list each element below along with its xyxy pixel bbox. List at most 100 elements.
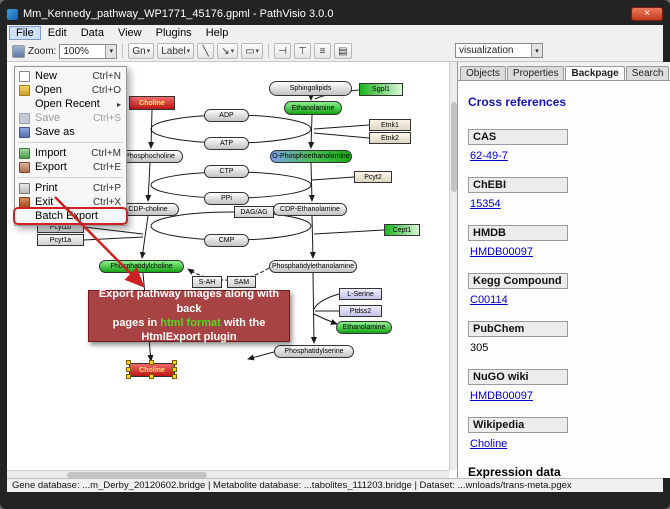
selection-handle[interactable] bbox=[172, 367, 177, 372]
node-sgpl1[interactable]: Sgpl1 bbox=[359, 83, 403, 96]
arrow-tool-button[interactable]: ↘▾ bbox=[217, 43, 238, 59]
node-etnk1[interactable]: Etnk1 bbox=[369, 119, 411, 131]
xref-link[interactable]: 62-49-7 bbox=[470, 150, 508, 162]
tab-search[interactable]: Search bbox=[626, 66, 670, 80]
xref-link[interactable]: C00114 bbox=[470, 294, 508, 306]
line-tool-button[interactable]: ╲ bbox=[197, 43, 214, 59]
pathway-edge[interactable] bbox=[314, 230, 384, 234]
node-ppi[interactable]: PPi bbox=[204, 192, 249, 205]
node-dag-ag[interactable]: DAG/AG bbox=[234, 206, 274, 218]
node-adp[interactable]: ADP bbox=[204, 109, 249, 122]
xref-link[interactable]: HMDB00097 bbox=[470, 390, 533, 402]
pathway-edge[interactable] bbox=[313, 273, 314, 343]
xref-link[interactable]: Choline bbox=[470, 438, 507, 450]
pathway-edge[interactable] bbox=[314, 125, 369, 129]
menu-data[interactable]: Data bbox=[74, 26, 111, 40]
tab-properties[interactable]: Properties bbox=[507, 66, 565, 80]
open-folder-icon bbox=[19, 85, 30, 96]
title-bar[interactable]: Mm_Kennedy_pathway_WP1771_45176.gpml - P… bbox=[7, 4, 663, 24]
menu-item-save-as[interactable]: Save as bbox=[15, 125, 126, 139]
menu-view[interactable]: View bbox=[111, 26, 149, 40]
node-pcyt1a[interactable]: Pcyt1a bbox=[37, 234, 84, 246]
scrollbar-thumb[interactable] bbox=[451, 102, 457, 192]
node-ethanolamine[interactable]: Ethanolamine bbox=[336, 321, 392, 334]
selection-handle[interactable] bbox=[126, 360, 131, 365]
annotation-line: pages in html format with the bbox=[89, 316, 289, 330]
xref-link[interactable]: HMDB00097 bbox=[470, 246, 533, 258]
pathway-edge[interactable] bbox=[314, 314, 337, 324]
node-cept1[interactable]: Cept1 bbox=[384, 224, 420, 236]
menu-item-open[interactable]: OpenCtrl+O bbox=[15, 83, 126, 97]
pathway-edge[interactable] bbox=[148, 163, 150, 201]
node-phosphatidylethanolamine[interactable]: Phosphatidylethanolamine bbox=[269, 260, 357, 273]
submenu-arrow-icon: ▸ bbox=[117, 100, 121, 109]
zoom-combo[interactable]: 100% ▾ bbox=[59, 44, 117, 59]
vertical-scrollbar[interactable] bbox=[449, 62, 457, 470]
node-ptdss2[interactable]: Ptdss2 bbox=[339, 305, 382, 317]
selection-handle[interactable] bbox=[149, 374, 154, 379]
pathway-edge[interactable] bbox=[248, 352, 274, 359]
node-pcyt2[interactable]: Pcyt2 bbox=[354, 171, 392, 183]
menu-item-open-recent[interactable]: Open Recent ▸ bbox=[15, 97, 126, 111]
node-etnk2[interactable]: Etnk2 bbox=[369, 132, 411, 144]
tab-objects[interactable]: Objects bbox=[460, 66, 506, 80]
menu-file[interactable]: File bbox=[9, 26, 41, 40]
selection-handle[interactable] bbox=[172, 360, 177, 365]
node-atp[interactable]: ATP bbox=[204, 137, 249, 150]
close-button[interactable]: × bbox=[631, 7, 663, 21]
node-o-phosphoethanolamine[interactable]: O-Phosphoethanolamine bbox=[270, 150, 352, 163]
node-sphingolipids[interactable]: Sphingolipids bbox=[269, 81, 352, 96]
node-sam[interactable]: SAM bbox=[227, 276, 256, 288]
menu-item-label: Open Recent bbox=[35, 98, 112, 110]
pathway-edge[interactable] bbox=[312, 177, 354, 180]
node-ethanolamine[interactable]: Ethanolamine bbox=[284, 101, 342, 115]
pathway-edge[interactable] bbox=[311, 163, 312, 201]
scrollbar-thumb[interactable] bbox=[67, 472, 207, 478]
toolbar-separator bbox=[268, 44, 269, 58]
node-cmp[interactable]: CMP bbox=[204, 234, 249, 247]
pathway-edge[interactable] bbox=[314, 133, 369, 138]
selection-handle[interactable] bbox=[149, 360, 154, 365]
stack-icon: ▤ bbox=[338, 46, 347, 57]
node-l-serine[interactable]: L-Serine bbox=[339, 288, 382, 300]
menu-help[interactable]: Help bbox=[199, 26, 236, 40]
align-vertical-button[interactable]: ⊤ bbox=[294, 43, 311, 59]
xref-title: Kegg Compound bbox=[468, 273, 568, 289]
menu-item-print[interactable]: PrintCtrl+P bbox=[15, 181, 126, 195]
visualization-combo[interactable]: visualization ▾ bbox=[455, 43, 543, 58]
save-icon[interactable] bbox=[12, 45, 25, 58]
label-tool-button[interactable]: Label▾ bbox=[157, 43, 194, 59]
pathway-edge[interactable] bbox=[311, 115, 312, 148]
node-choline[interactable]: Choline bbox=[129, 96, 175, 110]
menu-item-exit[interactable]: ExitCtrl+X bbox=[15, 195, 126, 209]
pathway-edge[interactable] bbox=[84, 237, 143, 240]
xref-link[interactable]: 15354 bbox=[470, 198, 501, 210]
node-phosphatidylserine[interactable]: Phosphatidylserine bbox=[274, 345, 354, 358]
pathway-edge[interactable] bbox=[312, 216, 313, 258]
distribute-button[interactable]: ≡ bbox=[314, 43, 331, 59]
menu-edit[interactable]: Edit bbox=[41, 26, 74, 40]
menu-plugins[interactable]: Plugins bbox=[149, 26, 199, 40]
stack-button[interactable]: ▤ bbox=[334, 43, 351, 59]
node-phosphatidylcholine[interactable]: Phosphatidylcholine bbox=[99, 260, 184, 273]
shape-tool-button[interactable]: ▭▾ bbox=[241, 43, 263, 59]
selection-handle[interactable] bbox=[172, 374, 177, 379]
pathway-edge[interactable] bbox=[151, 110, 152, 148]
pathway-edge[interactable] bbox=[314, 294, 339, 309]
horizontal-scrollbar[interactable] bbox=[7, 470, 449, 478]
gene-tool-button[interactable]: Gn▾ bbox=[128, 43, 154, 59]
node-ctp[interactable]: CTP bbox=[204, 165, 249, 178]
side-panel: ObjectsPropertiesBackpageSearchLegend Cr… bbox=[458, 62, 670, 478]
menu-item-batch-export[interactable]: Batch Export bbox=[15, 209, 126, 223]
selection-handle[interactable] bbox=[126, 374, 131, 379]
exit-icon bbox=[19, 197, 30, 208]
pathway-edge[interactable] bbox=[84, 227, 143, 234]
menu-item-import[interactable]: ImportCtrl+M bbox=[15, 146, 126, 160]
selection-handle[interactable] bbox=[126, 367, 131, 372]
node-s-ah[interactable]: S-AH bbox=[192, 276, 222, 288]
menu-item-export[interactable]: ExportCtrl+E bbox=[15, 160, 126, 174]
align-horizontal-button[interactable]: ⊣ bbox=[274, 43, 291, 59]
node-cdp-ethanolamine[interactable]: CDP-Ethanolamine bbox=[273, 203, 347, 216]
tab-backpage[interactable]: Backpage bbox=[565, 66, 624, 80]
menu-item-new[interactable]: NewCtrl+N bbox=[15, 69, 126, 83]
